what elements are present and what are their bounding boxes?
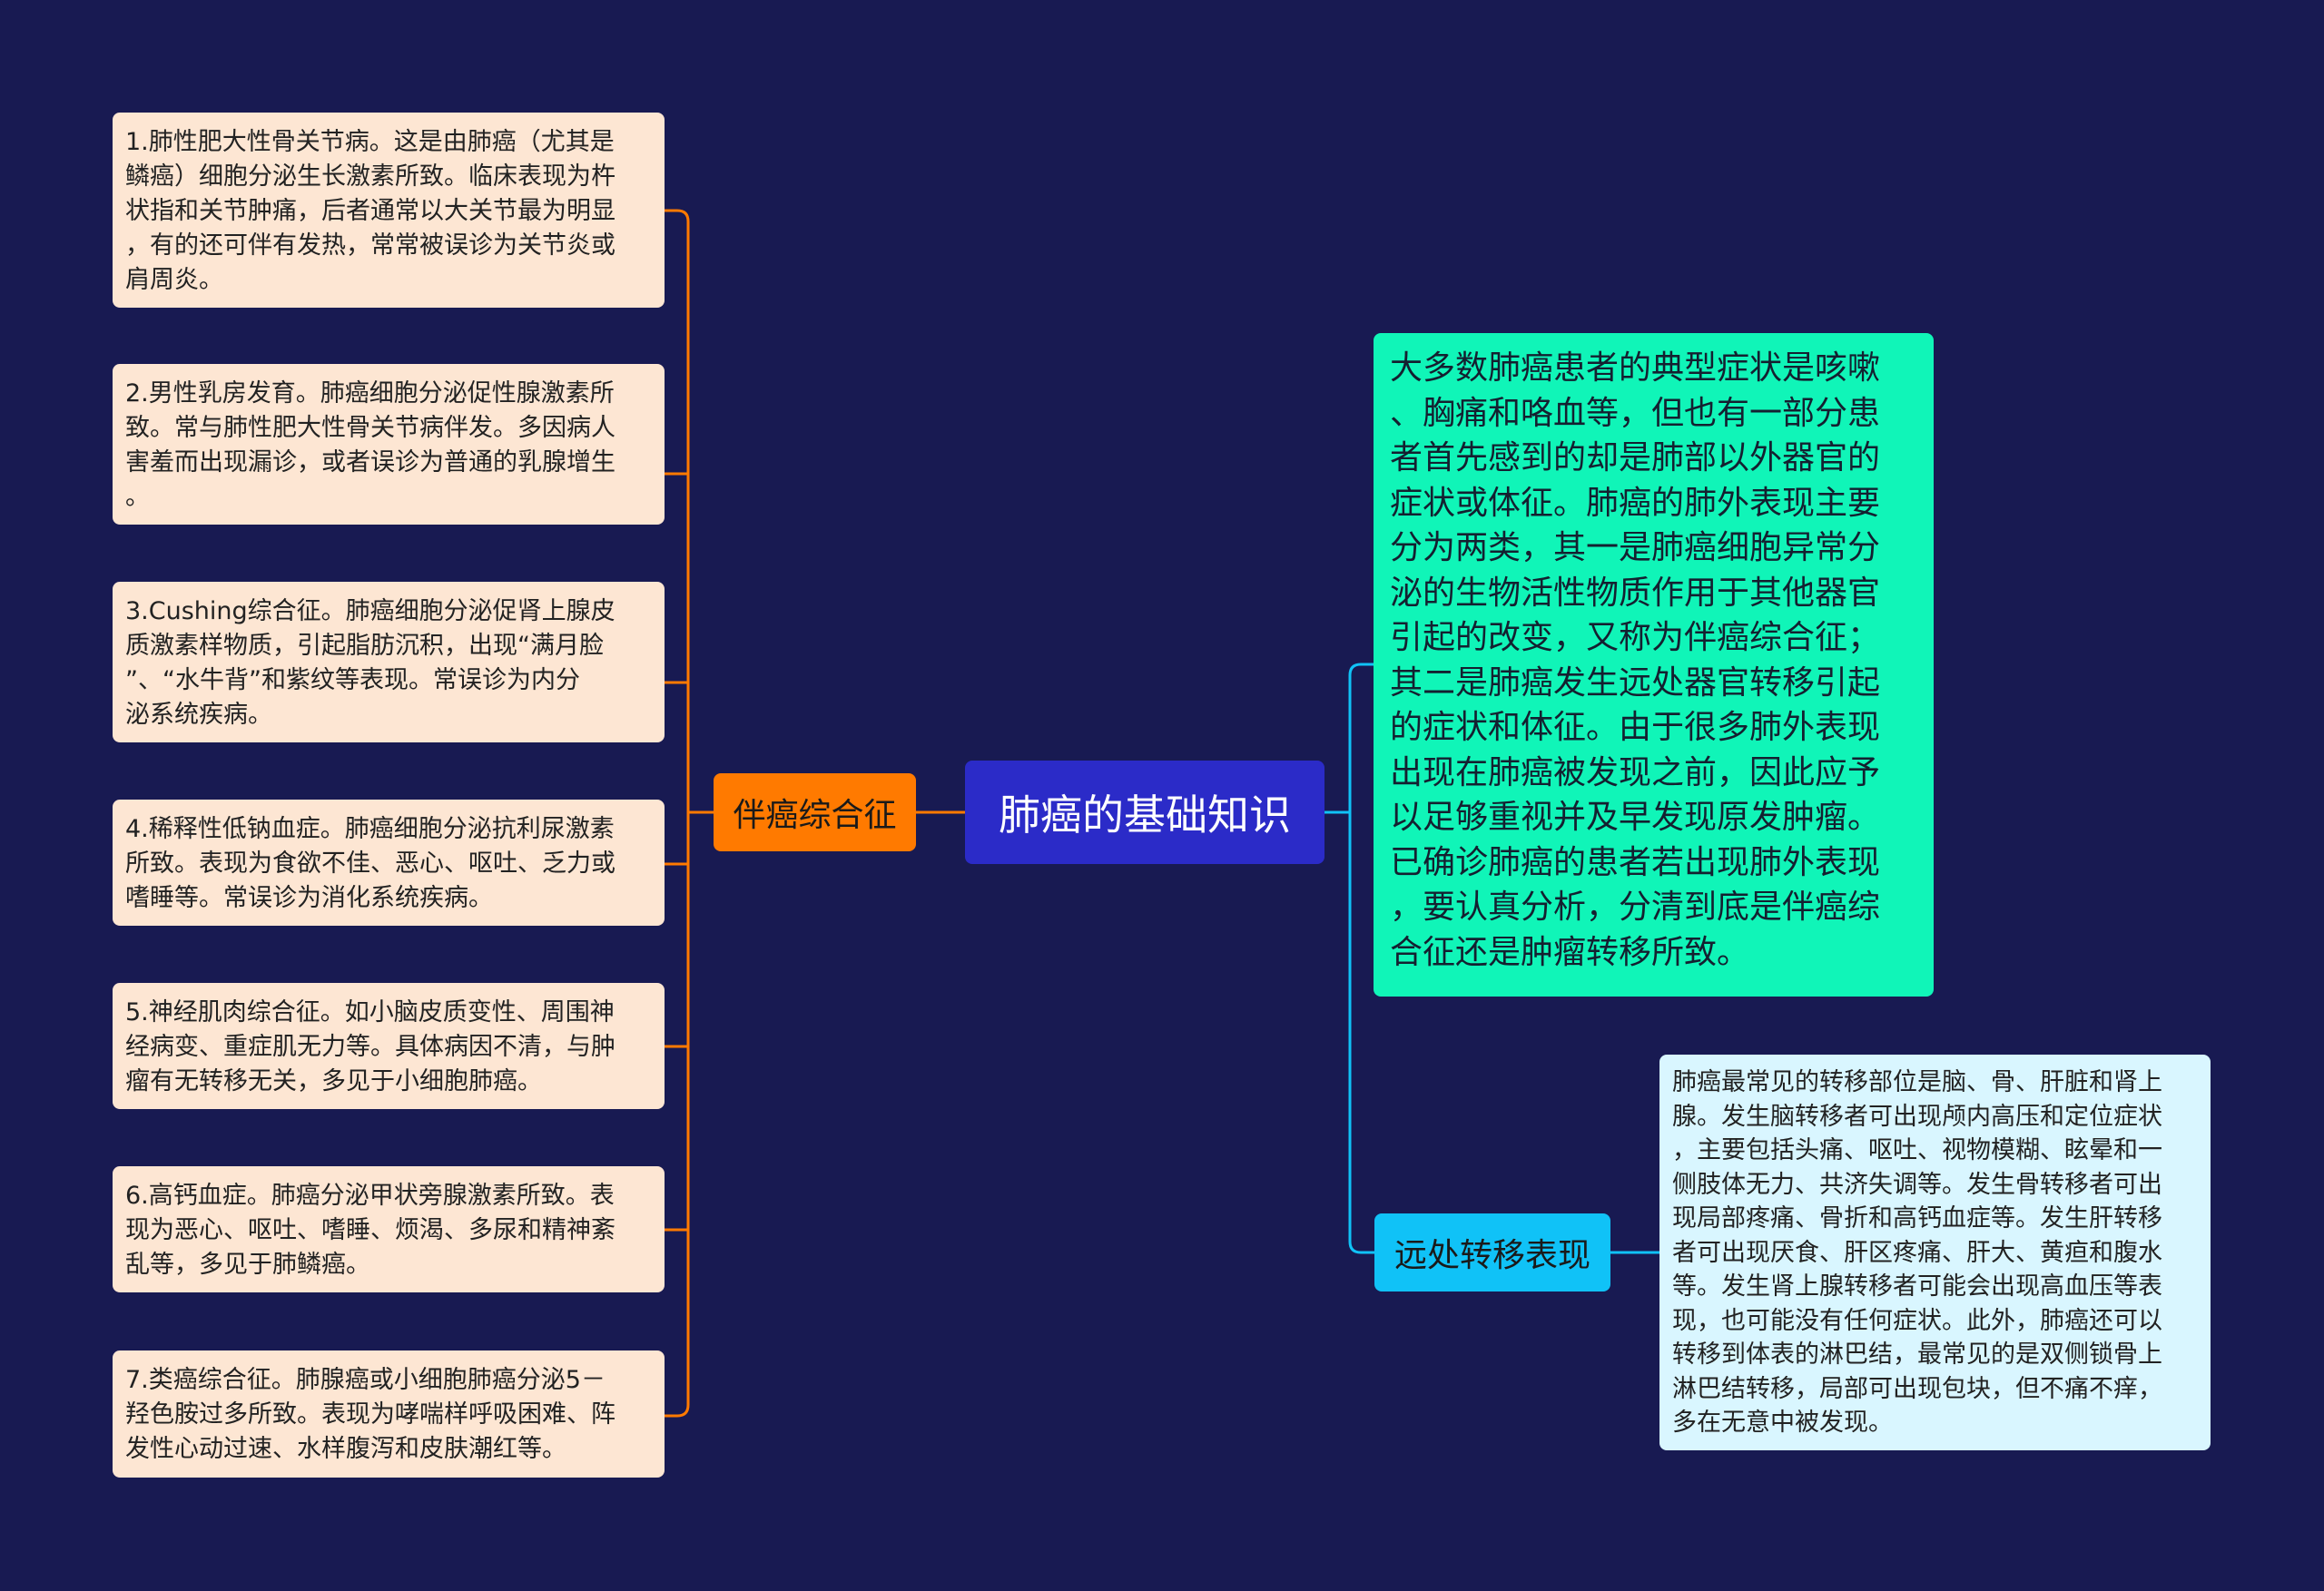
branch-paraneoplastic-syndrome[interactable]: 伴癌综合征: [714, 773, 916, 851]
leaf-neuromuscular-syndrome[interactable]: 5.神经肌肉综合征。如小脑皮质变性、周围神 经病变、重症肌无力等。具体病因不清，…: [113, 983, 665, 1109]
leaf-carcinoid-syndrome[interactable]: 7.类癌综合征。肺腺癌或小细胞肺癌分泌5－ 羟色胺过多所致。表现为哮喘样呼吸困难…: [113, 1350, 665, 1478]
leaf-gynecomastia[interactable]: 2.男性乳房发育。肺癌细胞分泌促性腺激素所 致。常与肺性肥大性骨关节病伴发。多因…: [113, 364, 665, 525]
intro-extrapulmonary-manifestations[interactable]: 大多数肺癌患者的典型症状是咳嗽 、胸痛和咯血等，但也有一部分患 者首先感到的却是…: [1374, 333, 1934, 997]
leaf-metastasis-details[interactable]: 肺癌最常见的转移部位是脑、骨、肝脏和肾上 腺。发生脑转移者可出现颅内高压和定位症…: [1659, 1055, 2211, 1450]
leaf-hypercalcemia[interactable]: 6.高钙血症。肺癌分泌甲状旁腺激素所致。表 现为恶心、呕吐、嗜睡、烦渴、多尿和精…: [113, 1166, 665, 1292]
leaf-hyponatremia[interactable]: 4.稀释性低钠血症。肺癌细胞分泌抗利尿激素 所致。表现为食欲不佳、恶心、呕吐、乏…: [113, 800, 665, 926]
connector-left-spine: [665, 209, 690, 1418]
root-topic[interactable]: 肺癌的基础知识: [965, 761, 1324, 864]
leaf-pulmonary-hypertrophic-osteoarthropathy[interactable]: 1.肺性肥大性骨关节病。这是由肺癌（尤其是 鳞癌）细胞分泌生长激素所致。临床表现…: [113, 113, 665, 308]
branch-distant-metastasis[interactable]: 远处转移表现: [1374, 1213, 1610, 1291]
connector-right-spine: [1348, 663, 1374, 1254]
leaf-cushing-syndrome[interactable]: 3.Cushing综合征。肺癌细胞分泌促肾上腺皮 质激素样物质，引起脂肪沉积，出…: [113, 582, 665, 742]
